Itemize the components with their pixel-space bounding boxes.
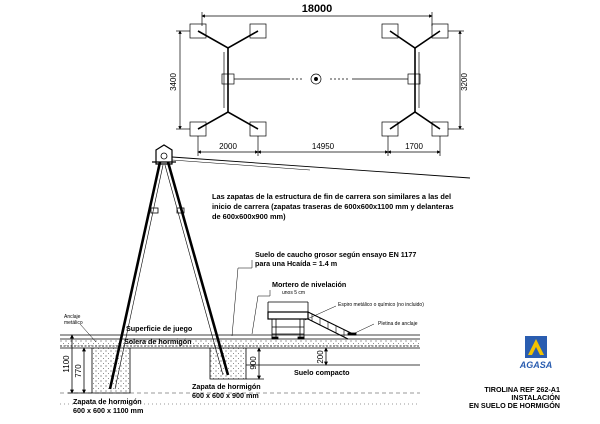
section-view [60,144,471,405]
frame-top-head [155,144,173,165]
left-depth-label: 3400 [169,73,178,91]
anchor-plate-label: Pletina de anclaje [378,321,418,327]
footing-plan [249,23,267,39]
rear-footing-label-2: 600 x 600 x 1100 mm [73,406,143,415]
frame-front-leg [166,161,230,376]
zipline-cable [171,156,471,179]
frame-leg-plan [389,30,441,49]
right-span-label: 1700 [405,142,423,151]
cable-trolley-plan [310,73,322,85]
note-line-2: inicio de carrera (zapatas traseras de 6… [212,202,454,211]
anchor-bolt-label: Espiro metálico o químico (no incluido) [338,302,424,308]
note-line-1: Las zapatas de la estructura de fin de c… [212,192,451,201]
overall-length-label: 18000 [302,3,333,15]
dim-770: 770 [74,364,83,378]
note-line-3: de 600x600x900 mm) [212,212,286,221]
frame-leg-plan [197,30,259,49]
frame-leg-plan [197,111,259,130]
plan-view [176,12,464,156]
left-span-label: 2000 [219,142,237,151]
title-line-3: EN SUELO DE HORMIGÓN [469,401,560,410]
dim-1100: 1100 [62,355,71,373]
front-footing-label-2: 600 x 600 x 900 mm [192,391,259,400]
metal-anchor-label-1: Anclaje [64,314,81,320]
play-surface-label: Superficie de juego [126,324,193,333]
footing-plan [381,121,399,137]
dim-900: 900 [249,356,258,370]
compact-soil-label: Suelo compacto [294,368,350,377]
logo-text: AGASA [519,360,553,370]
leveling-mortar-sub: unos 5 cm [282,290,305,296]
frame-leg-plan [389,111,441,130]
frame-rear-leg [108,161,162,390]
title-line-1: TIROLINA REF 262-A1 [484,385,560,394]
agasa-logo [525,336,547,358]
title-line-2: INSTALACIÓN [511,393,560,402]
right-depth-label: 3200 [460,73,469,91]
cable-span-label: 14950 [312,142,335,151]
front-footing-label-1: Zapata de hormigón [192,382,261,391]
rubber-floor-label-2: para una Hcaída = 1.4 m [255,259,337,268]
landing-platform [267,311,309,320]
rear-footing-label-1: Zapata de hormigón [73,397,142,406]
dim-200: 200 [316,350,325,364]
rubber-floor-label-1: Suelo de caucho grosor según ensayo EN 1… [255,250,416,259]
footing-plan [381,23,399,39]
metal-anchor-label-2: metálico [64,320,83,326]
concrete-slab-label: Solera de hormigón [124,337,192,346]
leveling-mortar-label: Mortero de nivelación [272,280,346,289]
